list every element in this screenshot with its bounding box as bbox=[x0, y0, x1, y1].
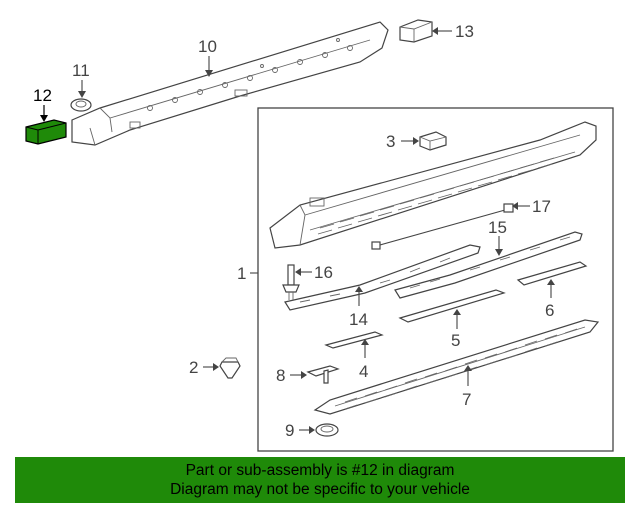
banner-line-1: Part or sub-assembly is #12 in diagram bbox=[185, 462, 455, 479]
part-5-step-pad[interactable] bbox=[398, 289, 506, 323]
callout-10[interactable]: 10 bbox=[198, 37, 217, 56]
part-10-rocker-molding[interactable] bbox=[71, 21, 389, 146]
part-2-clip[interactable] bbox=[219, 357, 241, 379]
callout-6[interactable]: 6 bbox=[545, 301, 554, 320]
arrow-8 bbox=[301, 371, 307, 379]
banner-line-2: Diagram may not be specific to your vehi… bbox=[170, 481, 470, 498]
part-16-push-pin[interactable] bbox=[282, 264, 300, 300]
assembly-inset-box bbox=[257, 107, 614, 452]
parts-diagram: 10 11 12 13 3 bbox=[25, 19, 614, 452]
callout-11[interactable]: 11 bbox=[72, 61, 90, 80]
callout-14[interactable]: 14 bbox=[349, 310, 368, 329]
arrow-12 bbox=[40, 115, 48, 122]
arrow-3 bbox=[413, 137, 419, 145]
callout-13[interactable]: 13 bbox=[455, 22, 474, 41]
arrow-7 bbox=[464, 365, 472, 371]
arrow-11 bbox=[78, 91, 86, 98]
part-17-cable[interactable] bbox=[371, 203, 514, 250]
arrow-6 bbox=[547, 279, 555, 285]
part-3-clip[interactable] bbox=[419, 131, 447, 151]
arrow-15 bbox=[495, 249, 503, 256]
callout-7[interactable]: 7 bbox=[462, 390, 471, 409]
callout-12[interactable]: 12 bbox=[33, 86, 52, 105]
callout-1[interactable]: 1 bbox=[237, 264, 246, 283]
arrow-9 bbox=[309, 426, 315, 434]
part-1-running-board-assembly[interactable] bbox=[269, 121, 597, 249]
part-7-step-plate[interactable] bbox=[313, 319, 600, 415]
part-6-pad[interactable] bbox=[516, 261, 588, 286]
callout-4[interactable]: 4 bbox=[359, 362, 368, 381]
arrow-4 bbox=[361, 339, 369, 345]
highlight-notice-banner: Part or sub-assembly is #12 in diagram D… bbox=[15, 457, 625, 503]
arrow-13 bbox=[432, 27, 438, 35]
arrow-5 bbox=[453, 309, 461, 315]
part-13-cap[interactable] bbox=[399, 19, 433, 43]
callout-17[interactable]: 17 bbox=[532, 197, 551, 216]
callout-15[interactable]: 15 bbox=[488, 218, 507, 237]
part-12-clip-highlighted[interactable] bbox=[25, 119, 67, 145]
arrow-2 bbox=[213, 363, 219, 371]
part-11-grommet[interactable] bbox=[70, 98, 92, 112]
callout-3[interactable]: 3 bbox=[386, 132, 395, 151]
callout-16[interactable]: 16 bbox=[314, 263, 333, 282]
arrow-16 bbox=[295, 268, 301, 276]
callout-5[interactable]: 5 bbox=[451, 331, 460, 350]
callout-8[interactable]: 8 bbox=[276, 366, 285, 385]
part-4-end-pad[interactable] bbox=[324, 331, 384, 349]
arrow-10 bbox=[205, 70, 213, 77]
part-15-bracket[interactable] bbox=[394, 231, 583, 299]
arrow-14 bbox=[355, 286, 363, 292]
callout-9[interactable]: 9 bbox=[285, 421, 294, 440]
part-9-grommet[interactable] bbox=[315, 423, 339, 437]
callout-2[interactable]: 2 bbox=[189, 358, 198, 377]
part-14-trim-strip[interactable] bbox=[284, 244, 481, 311]
arrow-17 bbox=[512, 202, 518, 210]
part-8-bracket[interactable] bbox=[306, 365, 340, 384]
